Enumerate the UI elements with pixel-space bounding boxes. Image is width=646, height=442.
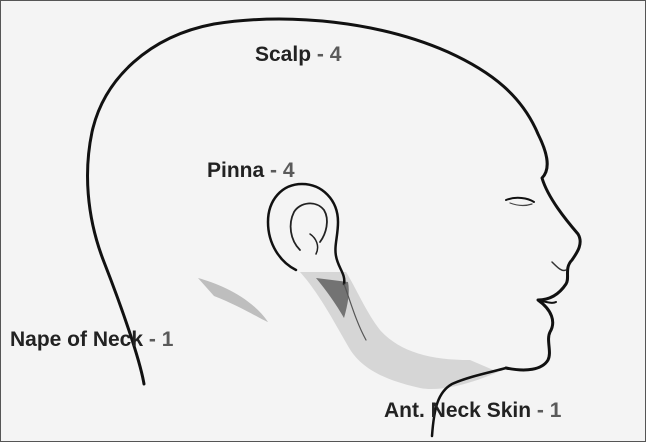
nostril-line <box>552 262 566 271</box>
nape-label-text: Nape of Neck <box>10 328 143 351</box>
scalp-label: Scalp - 4 <box>255 44 341 65</box>
ant-neck-skin-label: Ant. Neck Skin - 1 <box>384 400 561 421</box>
scalp-label-text: Scalp <box>255 43 311 66</box>
ear-outer <box>268 184 344 284</box>
eye-line <box>506 198 534 202</box>
pinna-label-text: Pinna <box>207 159 264 182</box>
ant-neck-label-separator: - <box>531 399 550 422</box>
scalp-label-value: 4 <box>330 43 342 66</box>
nape-label-value: 1 <box>162 328 174 351</box>
pinna-label-separator: - <box>264 159 283 182</box>
ant-neck-label-text: Ant. Neck Skin <box>384 399 531 422</box>
pinna-label-value: 4 <box>283 159 295 182</box>
pinna-label: Pinna - 4 <box>207 160 295 181</box>
ear-concha <box>310 234 318 254</box>
eyelash-line <box>510 203 532 205</box>
nape-of-neck-label: Nape of Neck - 1 <box>10 329 173 350</box>
nape-label-separator: - <box>143 328 162 351</box>
nape-shading <box>198 278 268 322</box>
scalp-label-separator: - <box>311 43 330 66</box>
ant-neck-label-value: 1 <box>550 399 562 422</box>
ear-inner <box>291 203 327 250</box>
